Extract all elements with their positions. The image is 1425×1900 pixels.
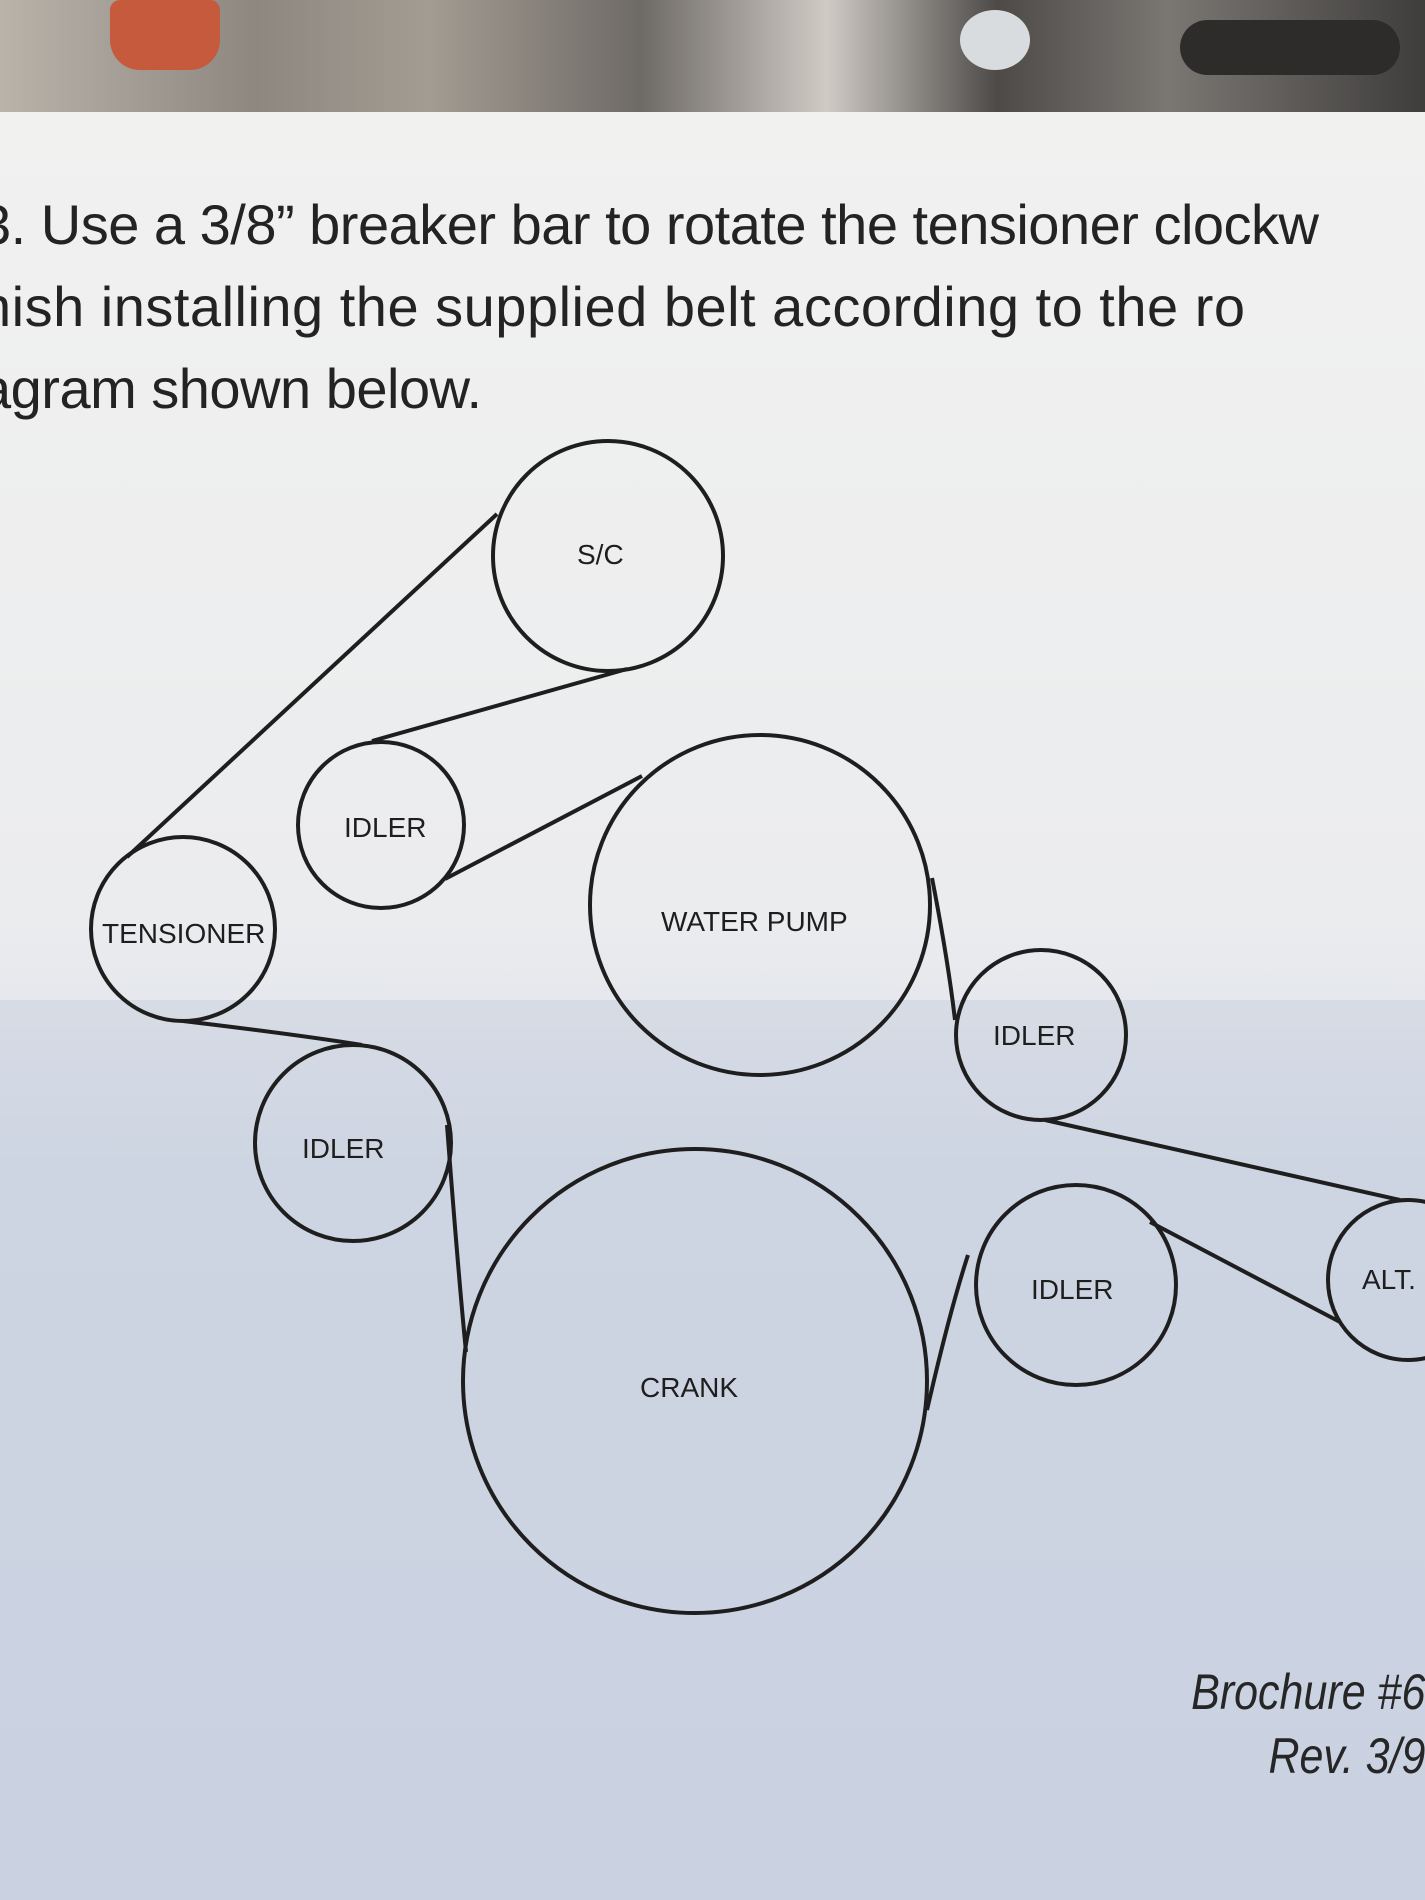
- label-idler-top: IDLER: [344, 812, 426, 843]
- pulley-sc: [491, 439, 725, 673]
- pulley-alt: [1326, 1198, 1425, 1362]
- instruction-line-2: nish installing the supplied belt accord…: [0, 275, 1246, 338]
- label-sc: S/C: [577, 539, 624, 570]
- instruction-line-3: agram shown below.: [0, 357, 482, 420]
- label-idler-left: IDLER: [302, 1133, 384, 1164]
- pulley-idler-top: [296, 740, 466, 910]
- instruction-line-1: 3. Use a 3/8” breaker bar to rotate the …: [0, 193, 1319, 256]
- belt-segment: [925, 1254, 970, 1411]
- revision: Rev. 3/9: [1268, 1728, 1425, 1784]
- pulley-crank: [461, 1147, 929, 1615]
- pulley-idler-bottom: [974, 1183, 1178, 1387]
- photo-red-part: [110, 0, 220, 70]
- label-water-pump: WATER PUMP: [661, 906, 848, 937]
- label-tensioner: TENSIONER: [102, 918, 265, 949]
- label-alt: ALT.: [1362, 1264, 1416, 1295]
- brochure-number: Brochure #6: [1190, 1664, 1425, 1720]
- pulley-idler-right: [954, 948, 1128, 1122]
- belt-segment: [182, 1019, 363, 1047]
- photo-metal-part: [960, 10, 1030, 70]
- photo-background: [0, 0, 1425, 120]
- belt-segment: [1149, 1220, 1341, 1324]
- belt-segment: [445, 1124, 468, 1353]
- belt-segment: [371, 667, 628, 743]
- belt-segment: [444, 774, 643, 881]
- belt-segment: [125, 512, 499, 859]
- belt-segment: [930, 877, 957, 1021]
- label-idler-right: IDLER: [993, 1020, 1075, 1051]
- photo-black-part: [1180, 20, 1400, 75]
- brochure-info: Brochure #6 Rev. 3/9: [1191, 1660, 1425, 1788]
- label-crank: CRANK: [640, 1372, 738, 1403]
- label-idler-bottom: IDLER: [1031, 1274, 1113, 1305]
- pulley-water-pump: [588, 733, 932, 1077]
- belt-segment: [1044, 1118, 1401, 1202]
- paper-sheet: [0, 112, 1425, 1900]
